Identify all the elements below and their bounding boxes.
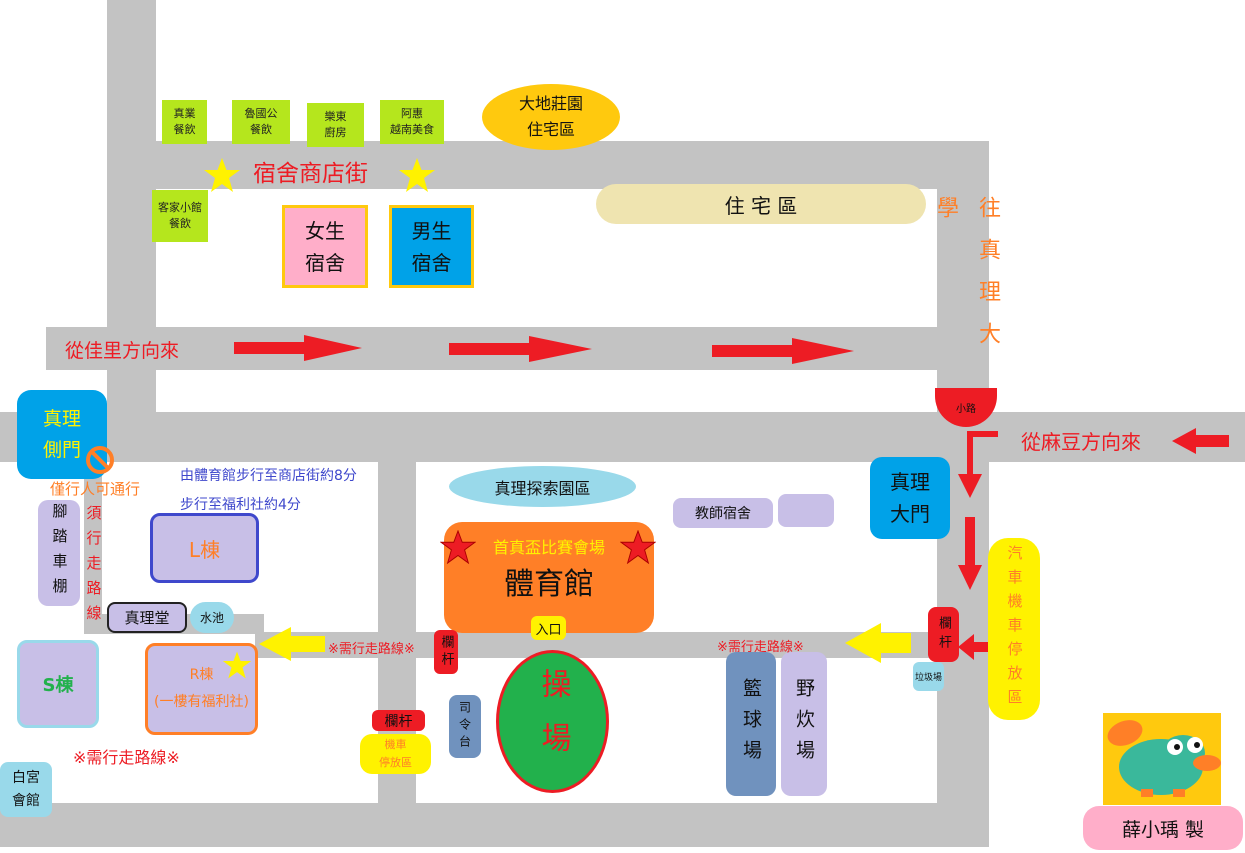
star-icon (204, 158, 240, 192)
road-bottom-horizontal (0, 803, 989, 847)
bike-shed: 腳踏車棚 (38, 500, 80, 606)
no-entry-icon (86, 446, 114, 474)
shop-zhenye: 真業餐飲 (162, 100, 207, 144)
pedestrian-only-label: 僅行人可通行 (50, 480, 141, 498)
main-gate: 真理大門 (870, 457, 950, 539)
teacher-dorm-annex (778, 494, 834, 527)
barrier-left: 欄杆 (372, 710, 425, 731)
barbecue-area: 野炊場 (781, 652, 827, 796)
road-campus-lane (255, 632, 940, 658)
gym (444, 522, 654, 633)
author-credit: 薛小瑀 製 (1083, 806, 1243, 850)
boys-dorm: 男生宿舍 (389, 205, 474, 288)
sports-field: 操場 (496, 650, 609, 793)
road-campus-left (84, 462, 102, 632)
residential-area: 住 宅 區 (596, 184, 926, 224)
dadi-residential: 大地莊園住宅區 (482, 84, 620, 150)
shop-street-label: 宿舍商店街 (253, 161, 368, 187)
gym-label: 體育館 (504, 567, 594, 602)
arrow-icon (958, 634, 990, 660)
garbage-area: 垃圾場 (913, 662, 944, 691)
arrow-icon (259, 627, 325, 661)
baigong-hall: 白宮會館 (0, 762, 52, 817)
arrow-icon (234, 335, 362, 361)
arrow-icon (1172, 428, 1229, 454)
to-aletheia-label: 往真理大學 (933, 196, 1000, 364)
l-building: L棟 (150, 513, 259, 583)
road-main-horizontal (0, 412, 1245, 462)
shop-hakka: 客家小館餐飲 (152, 190, 208, 242)
from-madou-label: 從麻豆方向來 (1021, 430, 1141, 454)
arrow-icon (845, 623, 911, 663)
gym-entrance: 入口 (531, 616, 566, 640)
arrow-icon (958, 431, 998, 498)
shop-luguogong: 魯國公餐飲 (232, 100, 290, 144)
arrow-icon (958, 517, 982, 590)
teacher-dorm: 教師宿舍 (673, 498, 773, 528)
moto-parking: 機車停放區 (360, 734, 431, 774)
must-walk-label: 須行走路線 (84, 504, 103, 630)
star-icon (440, 530, 476, 564)
explore-park: 真理探索園區 (449, 466, 636, 507)
shop-ahui: 阿惠越南美食 (380, 100, 444, 144)
star-icon (399, 158, 435, 192)
walk-route-label-left: ※需行走路線※ (328, 642, 415, 657)
platypus-icon (1103, 713, 1221, 805)
pool: 水池 (190, 602, 234, 633)
star-icon (222, 651, 252, 679)
arrow-icon (712, 338, 854, 364)
barrier-right: 欄杆 (928, 607, 959, 662)
girls-dorm: 女生宿舍 (282, 205, 368, 288)
basketball-court: 籃球場 (726, 652, 776, 796)
arrow-icon (449, 336, 592, 362)
walk-route-label-right: ※需行走路線※ (717, 640, 804, 655)
walk-route-label-bottom-left: ※需行走路線※ (73, 748, 180, 767)
s-building: S棟 (17, 640, 99, 728)
from-jiali-label: 從佳里方向來 (65, 340, 180, 362)
shop-ledong: 樂東廚房 (307, 103, 364, 147)
star-icon (620, 530, 656, 564)
podium: 司令台 (449, 695, 481, 758)
aletheia-hall: 真理堂 (107, 602, 187, 633)
gym-venue-label: 首真盃比賽會場 (492, 538, 605, 557)
walk-note-line1: 由體育館步行至商店街約8分 (180, 468, 357, 484)
barrier-middle: 欄杆 (434, 630, 458, 674)
side-gate: 真理側門 (17, 390, 107, 479)
walk-note-line2: 步行至福利社約4分 (180, 497, 301, 513)
car-moto-parking: 汽車機車停放區 (988, 538, 1040, 720)
